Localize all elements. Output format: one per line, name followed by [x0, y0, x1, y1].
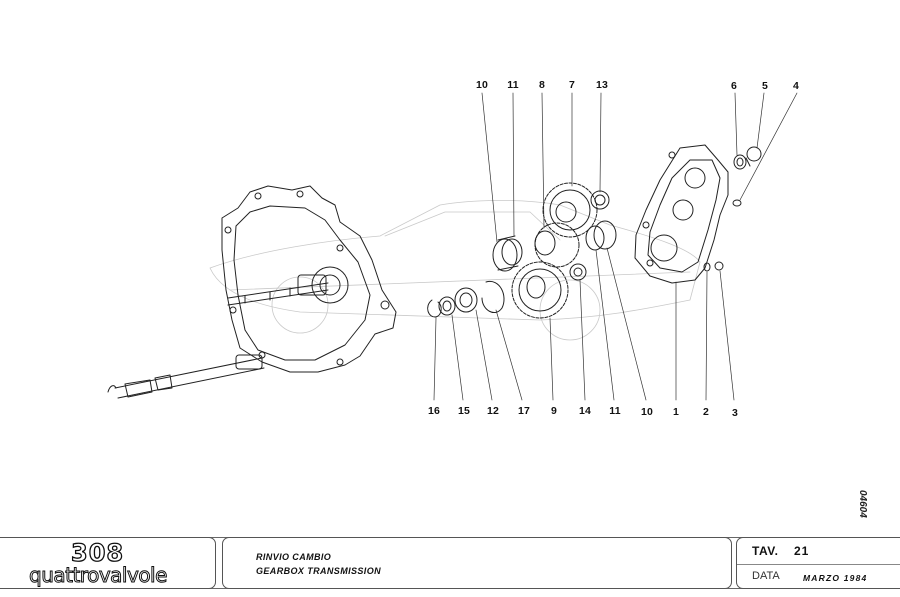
callout-label: 7 [568, 79, 576, 91]
callout-label: 12 [486, 405, 500, 417]
title-english: GEARBOX TRANSMISSION [256, 566, 382, 576]
callout-label: 6 [730, 80, 738, 92]
document-number: 04604 [857, 490, 868, 518]
tav-number: 21 [794, 544, 810, 558]
gearbox-housing [107, 185, 397, 399]
sheet-info-panel: TAV. 21 DATA MARZO 1984 [736, 537, 900, 589]
callout-label: 14 [578, 405, 592, 417]
callout-label: 10 [475, 79, 489, 91]
callout-label: 9 [550, 405, 558, 417]
callout-label: 5 [761, 80, 769, 92]
callout-label: 10 [640, 406, 654, 418]
info-divider [737, 564, 900, 565]
callout-label: 11 [609, 405, 621, 417]
callout-label: 3 [731, 407, 739, 419]
callout-label: 17 [517, 405, 531, 417]
description-panel: RINVIO CAMBIO GEARBOX TRANSMISSION [222, 537, 732, 589]
callout-label: 13 [595, 79, 609, 91]
logo-name: quattrovalvole [29, 563, 168, 588]
gearbox-cover [634, 144, 762, 284]
callout-label: 8 [538, 79, 546, 91]
date-value: MARZO 1984 [803, 573, 868, 583]
gear-set [427, 182, 617, 319]
callout-label: 4 [792, 80, 800, 92]
car-silhouette [209, 200, 701, 341]
date-label: DATA [752, 570, 780, 582]
callout-label: 1 [672, 406, 680, 418]
leader-lines [433, 92, 798, 401]
callout-label: 2 [702, 406, 710, 418]
logo-panel: 308 quattrovalvole [0, 537, 216, 589]
callout-label: 11 [507, 79, 519, 91]
tav-label: TAV. [752, 544, 779, 558]
callout-label: 16 [427, 405, 441, 417]
logo-model: 308 [70, 538, 125, 567]
title-italian: RINVIO CAMBIO [256, 552, 332, 562]
callout-label: 15 [457, 405, 471, 417]
